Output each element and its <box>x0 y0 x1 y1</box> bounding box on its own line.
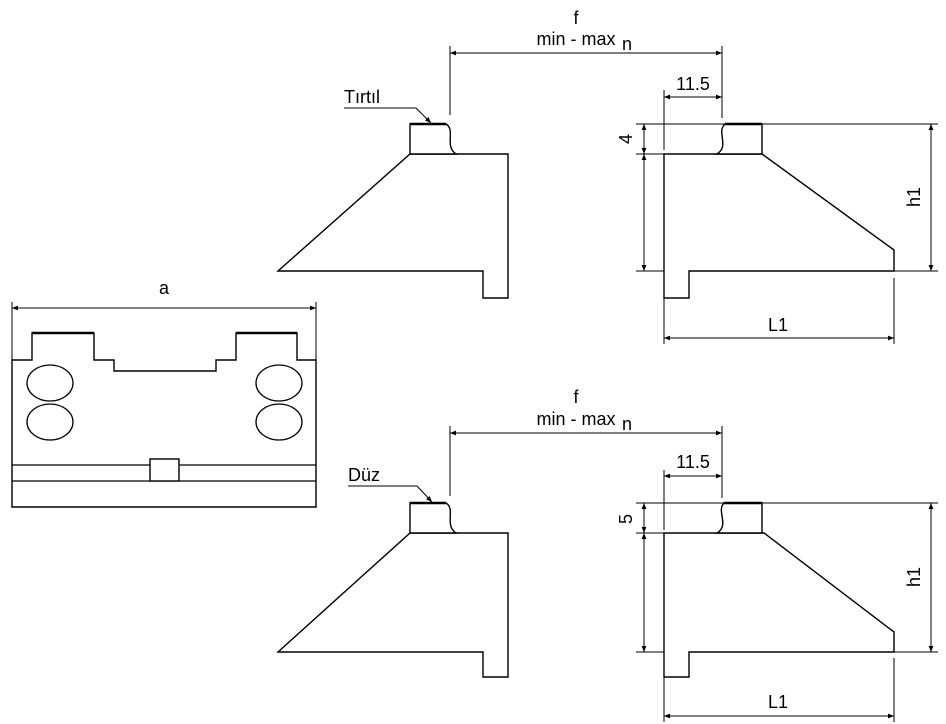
top-section: f min - max n Tırtıl 11.5 4 h1 L1 <box>276 8 938 344</box>
bolt-hole-top-right <box>255 364 303 402</box>
bolt-hole-bottom-right <box>255 403 303 441</box>
top-left-jaw-tooth <box>409 123 459 155</box>
bottom-left-jaw-body <box>276 532 509 678</box>
bottom-l1-label: L1 <box>768 692 788 712</box>
top-finish-leader-arrow <box>415 107 432 124</box>
top-right-jaw-body <box>663 153 895 299</box>
bottom-section: f min - max n Düz 11.5 5 h1 L1 <box>276 387 938 722</box>
top-h1-label: h1 <box>904 187 924 207</box>
bottom-offset-label: 11.5 <box>676 452 710 472</box>
bottom-range-sub: n <box>622 414 632 434</box>
bottom-right-jaw-body <box>663 532 895 678</box>
a-label: a <box>159 278 170 298</box>
front-center-key <box>149 458 180 482</box>
bolt-hole-bottom-left <box>26 403 74 441</box>
bottom-small-height-label: 5 <box>616 514 636 524</box>
top-finish-label: Tırtıl <box>344 87 380 107</box>
top-left-jaw-body <box>276 153 509 299</box>
bolt-hole-top-left <box>26 364 74 402</box>
front-view: a <box>11 278 317 508</box>
bottom-finish-label: Düz <box>348 465 380 485</box>
top-f-label: f <box>573 8 579 28</box>
top-offset-label: 11.5 <box>676 74 710 94</box>
top-range-label: min - max <box>536 29 615 49</box>
bottom-finish-leader-arrow <box>416 485 433 503</box>
top-small-height-label: 4 <box>616 134 636 144</box>
bottom-h1-label: h1 <box>904 567 924 587</box>
bottom-left-jaw-tooth <box>409 502 459 534</box>
top-right-jaw-tooth <box>714 123 763 155</box>
bottom-f-label: f <box>573 387 579 407</box>
top-range-sub: n <box>622 34 632 54</box>
bottom-right-jaw-tooth <box>714 502 763 534</box>
bottom-range-label: min - max <box>536 409 615 429</box>
top-l1-label: L1 <box>768 315 788 335</box>
